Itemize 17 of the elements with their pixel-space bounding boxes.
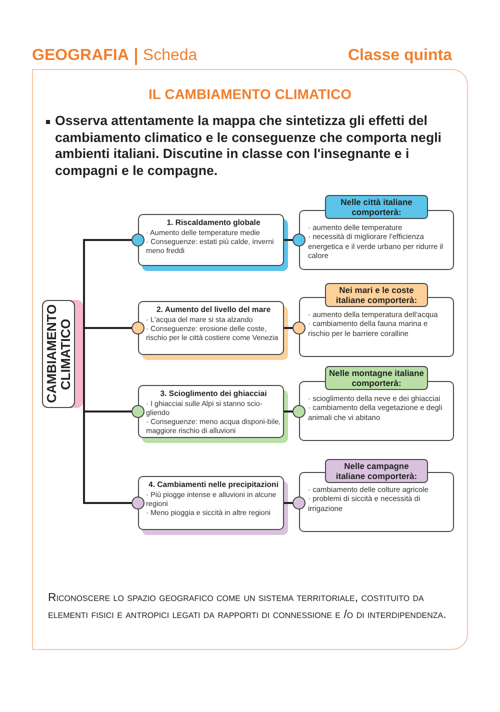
connector-line	[284, 496, 306, 510]
connector-line	[284, 234, 306, 246]
subject-label: GEOGRAFIA	[32, 46, 129, 66]
objective-text: Riconoscere lo spazio geografico come un sistema territoriale, costituito da elementi fisici e antropici legati da rapporti di connessione e /o di interdipendenza.	[48, 591, 448, 622]
heading-tab: Nei mari e le coste italiane comporterà:	[325, 283, 428, 307]
instruction-text: Osserva attentamente la mappa che sintetizza gli effetti del cambiamento climatico e le conseguenze che comporta negli ambienti italiani. Discutine in classe con l'insegnante e i compagni e le compagne.	[55, 113, 442, 179]
connector-line	[82, 322, 144, 368]
connector-line	[284, 322, 306, 334]
grade-label: Classe quinta	[348, 46, 452, 66]
heading-tab: Nelle città italiane comporterà:	[325, 195, 428, 219]
heading-tab: Nelle campagne italiane comporterà:	[325, 459, 428, 483]
connector-line	[82, 366, 144, 510]
connector-line	[284, 405, 306, 418]
page-title: IL CAMBIAMENTO CLIMATICO	[148, 85, 352, 104]
topic-title: CAMBIAMENTO CLIMATICO	[44, 304, 72, 406]
heading-tab: Nelle montagne italiane comporterà:	[325, 366, 428, 390]
sheet-label: Scheda	[142, 46, 198, 66]
